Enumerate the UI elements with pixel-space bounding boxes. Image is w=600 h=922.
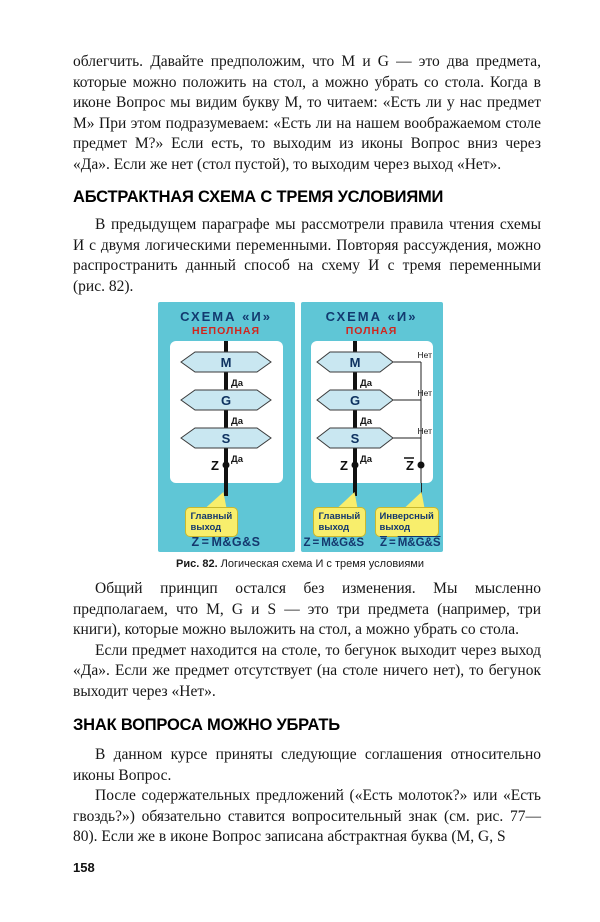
formula-rhs: M&G&S: [321, 537, 365, 549]
main-line: [223, 341, 228, 483]
callout-tail: [205, 492, 227, 508]
formula-lhs: Z: [303, 537, 311, 549]
condition-hexagon-m: [315, 351, 394, 373]
callout-tail: [404, 492, 425, 508]
main-output-callout: Главный выход: [184, 507, 239, 537]
panel-bottom: Главный выход Инверсный выход Z=M&G&S Z=…: [301, 483, 443, 553]
main-line: [352, 341, 357, 483]
panel-title: СХЕМА «И»: [180, 309, 272, 324]
node-label-g: G: [220, 393, 230, 408]
callout-line: Главный: [190, 511, 233, 522]
paragraph: Общий принцип остался без изменения. Мы …: [73, 580, 541, 638]
yes-label: Да: [231, 378, 244, 389]
formula-eq: =: [201, 535, 210, 549]
formula-eq: =: [388, 537, 396, 549]
figure-caption: Рис. 82. Логическая схема И с тремя усло…: [0, 558, 600, 570]
output-label-z-inverse: Z: [406, 458, 414, 473]
callout-line: выход: [379, 522, 411, 533]
main-output-callout: Главный выход: [312, 507, 367, 537]
callout-line: выход: [318, 522, 350, 533]
formula-lhs: Z: [191, 535, 200, 549]
paragraph: В данном курсе приняты следующие соглаше…: [73, 746, 541, 784]
panel-subtitle: НЕПОЛНАЯ: [191, 325, 261, 337]
formula-main: Z=M&G&S: [304, 537, 365, 549]
node-label-s: S: [221, 431, 230, 446]
node-label-g: G: [349, 393, 359, 408]
panel-scheme-full: СХЕМА «И» ПОЛНАЯ M G S Да Да Да Нет Нет: [300, 302, 443, 553]
figure-82: СХЕМА «И» НЕПОЛНАЯ M G S Да Да Да Z: [0, 302, 600, 552]
condition-hexagon-s: [179, 427, 272, 449]
node-label-s: S: [350, 431, 359, 446]
condition-hexagon-g: [315, 389, 394, 411]
yes-label: Да: [360, 378, 373, 389]
formula-lhs-overlined: Z: [379, 537, 387, 549]
paragraph: В предыдущем параграфе мы рассмотрели пр…: [73, 216, 541, 295]
paragraph: Если предмет находится на столе, то бегу…: [73, 641, 541, 700]
formula-rhs-overlined: M&G&S: [397, 537, 441, 549]
formula-main: Z=M&G&S: [158, 535, 295, 549]
formula-eq: =: [312, 537, 320, 549]
caption-text: Логическая схема И с тремя условиями: [217, 558, 424, 570]
yes-label: Да: [231, 454, 244, 465]
and-diagram-full: M G S Да Да Да Нет Нет Нет Z Z: [310, 341, 433, 483]
callout-line: Инверсный: [379, 511, 434, 522]
panel-bottom: Главный выход Z=M&G&S: [158, 483, 295, 553]
inverse-line-stub: [420, 483, 422, 496]
callout-line: выход: [190, 522, 222, 533]
output-dot-main: [351, 461, 358, 469]
formula-rhs: M&G&S: [211, 535, 261, 549]
section-heading-question-mark: ЗНАК ВОПРОСА МОЖНО УБРАТЬ: [73, 716, 340, 734]
panel-title: СХЕМА «И»: [325, 309, 418, 324]
output-dot-inverse: [417, 461, 424, 469]
main-line-stub: [352, 483, 357, 496]
node-label-m: M: [349, 355, 360, 370]
no-label: Нет: [417, 350, 432, 360]
caption-label: Рис. 82.: [176, 558, 218, 570]
no-label: Нет: [417, 426, 432, 436]
callout-line: Главный: [318, 511, 361, 522]
no-label: Нет: [417, 388, 432, 398]
yes-label: Да: [360, 416, 373, 427]
paragraph: После содержательных предложений («Есть …: [73, 787, 541, 845]
inverse-output-callout: Инверсный выход: [374, 507, 439, 537]
section-heading-abstract-scheme: АБСТРАКТНАЯ СХЕМА С ТРЕМЯ УСЛОВИЯМИ: [73, 188, 444, 206]
main-line-stub: [223, 483, 228, 496]
yes-label: Да: [360, 454, 373, 465]
yes-label: Да: [231, 416, 244, 427]
panel-subtitle: ПОЛНАЯ: [345, 325, 398, 337]
condition-hexagon-m: [179, 351, 272, 373]
formula-inverse: Z=M&G&S: [380, 537, 441, 549]
node-label-m: M: [220, 355, 231, 370]
output-label-z: Z: [211, 458, 219, 473]
condition-hexagon-s: [315, 427, 394, 449]
page-number: 158: [73, 859, 95, 875]
condition-hexagon-g: [179, 389, 272, 411]
paragraph: облегчить. Давайте предположим, что M и …: [73, 53, 541, 173]
output-label-z: Z: [340, 458, 348, 473]
panel-scheme-incomplete: СХЕМА «И» НЕПОЛНАЯ M G S Да Да Да Z: [157, 302, 295, 553]
and-diagram-incomplete: M G S Да Да Да Z: [169, 341, 283, 483]
output-dot: [222, 461, 229, 469]
callout-tail: [337, 492, 358, 508]
formula-row: Z=M&G&S Z=M&G&S: [301, 537, 443, 549]
